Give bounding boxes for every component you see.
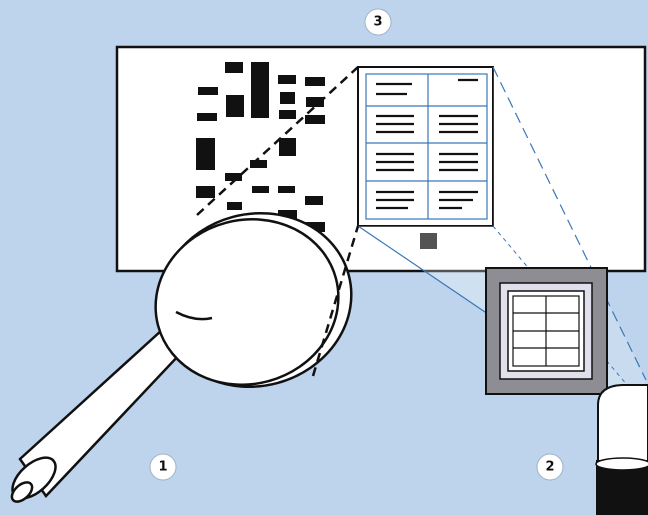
tube-disc-face: [154, 218, 340, 386]
block: [198, 87, 218, 95]
block: [196, 186, 215, 198]
block: [305, 222, 325, 232]
label-tube: 1: [149, 453, 177, 481]
label-text: 1: [158, 460, 167, 475]
block: [279, 110, 296, 119]
block: [305, 115, 325, 124]
label-text: 3: [373, 15, 382, 30]
block: [225, 173, 242, 181]
block: [306, 97, 324, 107]
block: [250, 160, 267, 168]
document-marker: [420, 233, 437, 249]
document-table: [365, 73, 488, 220]
label-screen: 3: [364, 8, 392, 36]
label-circle: [149, 453, 177, 481]
block: [227, 202, 242, 210]
text-lines: [376, 78, 478, 210]
block: [305, 196, 323, 205]
block: [278, 210, 297, 219]
dot-pattern: [196, 62, 325, 232]
block: [278, 75, 296, 84]
block: [196, 138, 215, 170]
label-text: 2: [545, 460, 554, 475]
block: [251, 62, 269, 118]
label-circle: [536, 453, 564, 481]
tube-projection-lines: [196, 66, 360, 377]
block: [225, 62, 243, 73]
slide-frame: [485, 267, 608, 395]
block: [279, 138, 296, 156]
block: [197, 113, 217, 121]
block: [305, 77, 325, 86]
camera-tube: [10, 211, 353, 503]
label-lamp: 2: [536, 453, 564, 481]
lamp: [595, 384, 648, 515]
projected-document: [357, 66, 494, 249]
block: [252, 186, 269, 193]
tube-pin: [10, 481, 34, 503]
lamp-bulb: [597, 384, 648, 466]
block: [278, 186, 295, 193]
block: [226, 95, 244, 117]
label-circle: [364, 8, 392, 36]
block: [280, 92, 295, 104]
